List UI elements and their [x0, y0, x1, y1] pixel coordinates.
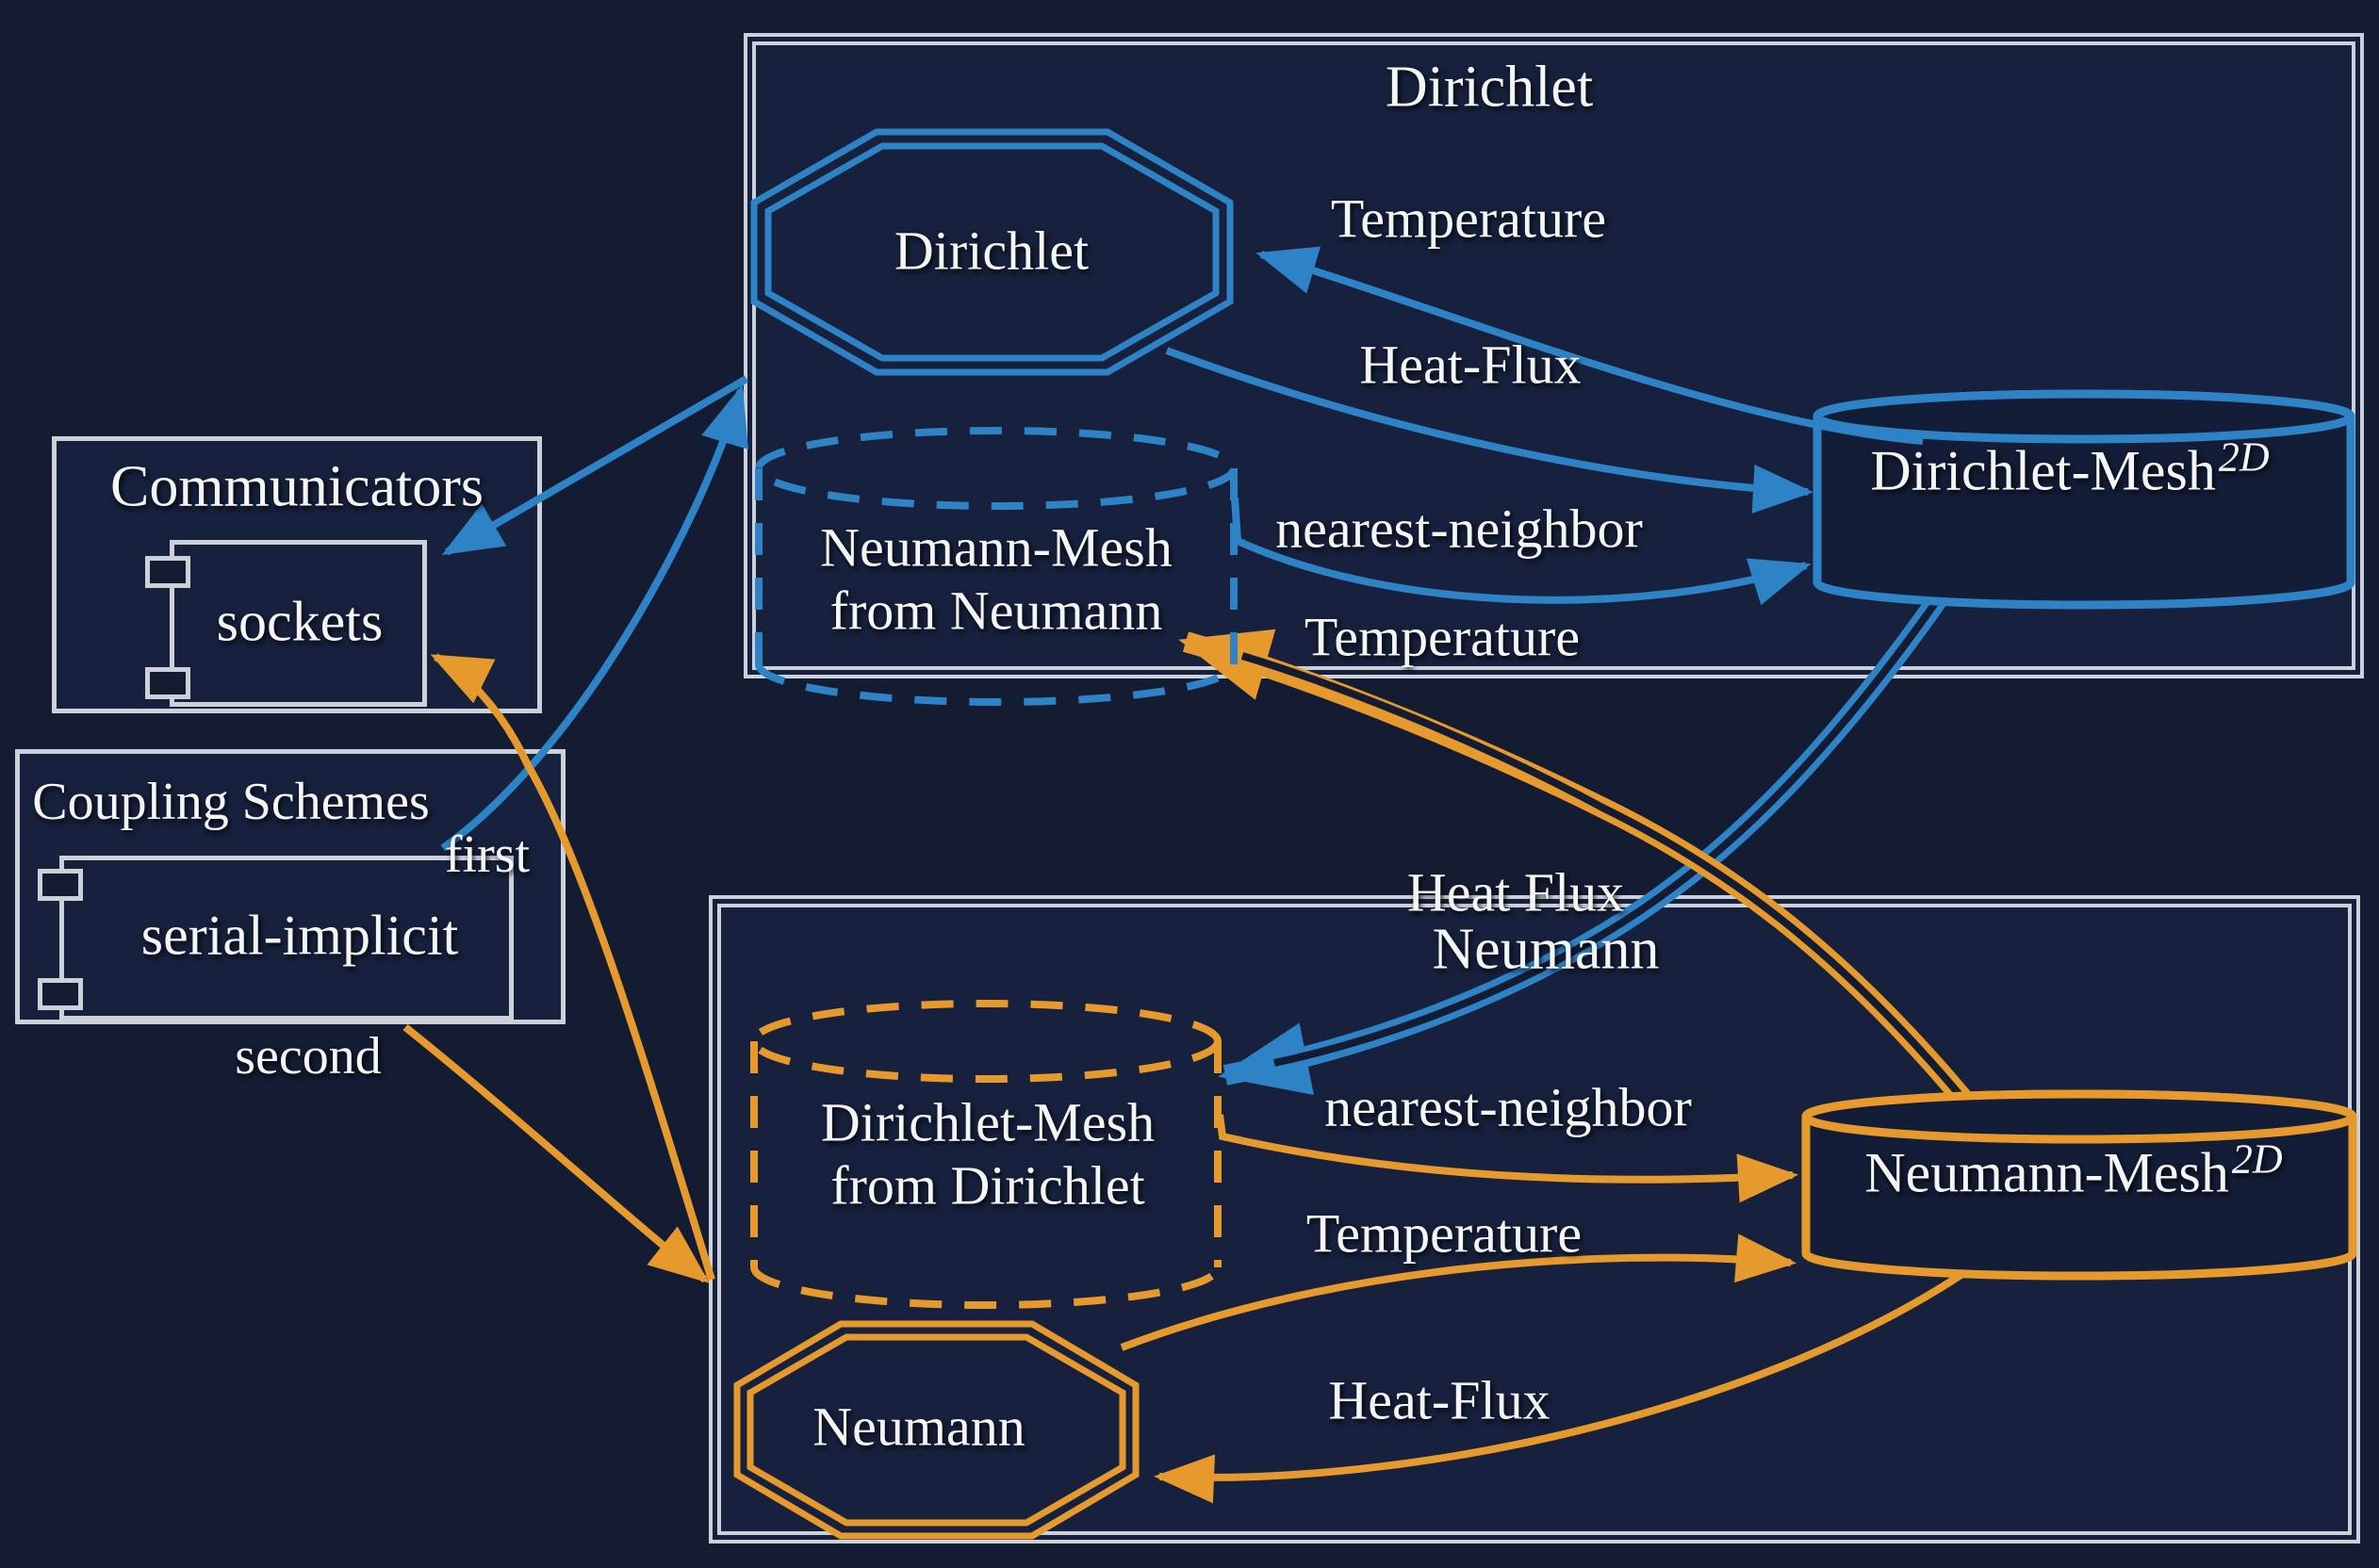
dirichlet-mesh-cylinder: [1813, 389, 2355, 610]
heat-flux-read-arrow: [1154, 1270, 1965, 1504]
second-to-neumann-arrow: [402, 1023, 710, 1283]
first-to-dirichlet-arrow: [440, 384, 748, 852]
nearest-neighbor-label-top: nearest-neighbor: [1275, 498, 1643, 560]
neumann-mesh-cylinder: [1801, 1089, 2357, 1281]
serial-implicit-box: [59, 856, 514, 1021]
neumann-box-title: Neumann: [1432, 917, 1660, 982]
sockets-box: [170, 540, 427, 707]
component-icon: [145, 667, 190, 699]
temperature-read-label: Temperature: [1330, 188, 1607, 250]
first-label: first: [444, 825, 531, 884]
heat-flux-exchange-label: Heat Flux: [1406, 861, 1625, 923]
component-icon: [38, 869, 83, 901]
sockets-label: sockets: [216, 590, 384, 653]
coupling-schemes-title: Coupling Schemes: [32, 772, 430, 831]
temperature-write-label: Temperature: [1305, 1202, 1583, 1265]
nearest-neighbor-mapping-arrow-bottom: [1216, 1114, 1798, 1203]
dirichlet-solver-label: Dirichlet: [894, 220, 1090, 282]
dirichlet-mesh-from-dirichlet-label: Dirichlet-Mesh from Dirichlet: [820, 1091, 1156, 1216]
neumann-to-sockets-arrow: [430, 653, 715, 1282]
nearest-neighbor-label-bottom: nearest-neighbor: [1324, 1076, 1692, 1138]
neumann-mesh-from-neumann-label: Neumann-Mesh from Neumann: [820, 516, 1173, 641]
dirichlet-box-title: Dirichlet: [1385, 55, 1594, 120]
neumann-solver-label: Neumann: [812, 1396, 1025, 1458]
dirichlet-mesh-from-dirichlet-cylinder: [750, 1000, 1222, 1309]
heat-flux-write-arrow: [1165, 347, 1813, 514]
neumann-mesh-from-neumann-cylinder: [755, 427, 1238, 706]
serial-implicit-label: serial-implicit: [140, 904, 459, 967]
temperature-exchange-arrow: [1178, 629, 1975, 1110]
nearest-neighbor-mapping-arrow-top: [1231, 497, 1812, 606]
component-icon: [38, 978, 83, 1010]
component-icon: [145, 556, 190, 588]
neumann-mesh-label: Neumann-Mesh2D: [1864, 1135, 2283, 1204]
temperature-write-arrow: [1120, 1233, 1797, 1351]
heat-flux-write-label: Heat-Flux: [1359, 334, 1582, 396]
neumann-solver-octagon: [733, 1320, 1140, 1540]
dirichlet-solver-octagon: [750, 128, 1234, 376]
mesh-dimension-superscript: 2D: [2218, 433, 2270, 481]
temperature-read-arrow: [1255, 246, 1924, 445]
communicators-title: Communicators: [109, 454, 484, 519]
dirichlet-mesh-label: Dirichlet-Mesh2D: [1870, 433, 2270, 502]
heat-flux-exchange-arrow: [1218, 593, 1946, 1095]
second-label: second: [235, 1026, 382, 1086]
heat-flux-read-label: Heat-Flux: [1328, 1369, 1550, 1431]
dirichlet-to-sockets-arrow: [441, 375, 749, 556]
mesh-dimension-superscript: 2D: [2231, 1135, 2283, 1183]
temperature-exchange-label: Temperature: [1304, 606, 1581, 668]
